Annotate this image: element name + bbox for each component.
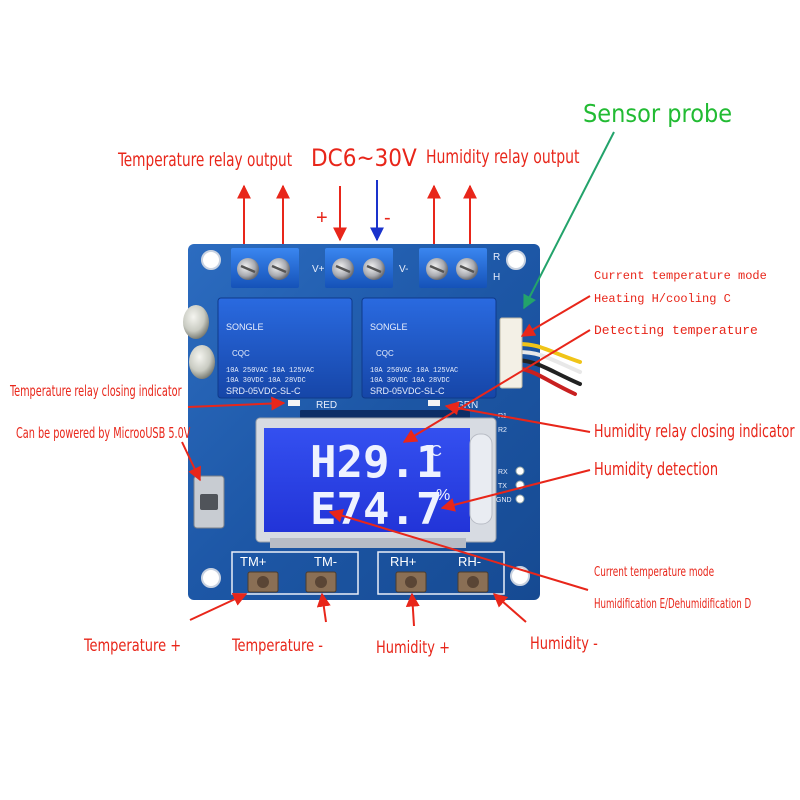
- relay-rating-line1: 10A 250VAC 10A 125VAC: [226, 367, 314, 375]
- current-temp-mode-label-2: Current temperature mode: [594, 565, 715, 580]
- lcd-pin-row: [300, 410, 470, 418]
- sensor-probe-label: Sensor probe: [583, 99, 733, 128]
- relay-icon: SONGLE CQC 10A 250VAC 10A 125VAC 10A 30V…: [217, 297, 353, 399]
- silk-grn: GRN: [456, 400, 478, 411]
- usb-power-label: Can be powered by MicrooUSB 5.0V: [16, 424, 191, 442]
- humidity-minus-label: Humidity -: [530, 634, 598, 654]
- relay-rating-line2: 10A 30VDC 10A 28VDC: [370, 377, 450, 385]
- humidity-relay-indicator-label: Humidity relay closing indicator: [594, 421, 795, 442]
- humidity-relay-output-label: Humidity relay output: [426, 146, 580, 168]
- relay-rating-line1: 10A 250VAC 10A 125VAC: [370, 367, 458, 375]
- detecting-temperature-label: Detecting temperature: [594, 323, 758, 338]
- temperature-plus-label: Temperature +: [84, 636, 182, 656]
- tactile-button-icon[interactable]: [457, 571, 489, 593]
- button-frames: [231, 551, 505, 595]
- lcd-unit2: %: [436, 487, 450, 504]
- temperature-relay-output-label: Temperature relay output: [118, 149, 293, 171]
- screw-terminal-icon: [231, 248, 299, 288]
- silk-v-minus: V-: [399, 264, 408, 275]
- capacitor-icon: [183, 305, 215, 379]
- sensor-connector: [499, 317, 523, 389]
- silk-r2: R2: [498, 427, 507, 434]
- humidity-plus-label: Humidity +: [376, 638, 450, 658]
- humidification-mode-label: Humidification E/Dehumidification D: [594, 597, 752, 612]
- tactile-button-icon[interactable]: [247, 571, 279, 593]
- humidity-detection-label: Humidity detection: [594, 459, 719, 480]
- lcd-display-icon: H29.1 °C E74.7 %: [255, 417, 497, 548]
- relay-rating-line2: 10A 30VDC 10A 28VDC: [226, 377, 306, 385]
- screw-terminal-icon: [325, 248, 393, 288]
- silk-rx: RX: [498, 469, 508, 476]
- arrow-icon: [181, 184, 591, 627]
- relay-model: SRD-05VDC-SL-C: [370, 386, 445, 396]
- arrow-icon: [523, 131, 615, 310]
- power-input-label: DC6~30V: [311, 144, 417, 172]
- lcd-line1: H29.1: [310, 437, 442, 488]
- temp-relay-indicator-label: Temperature relay closing indicator: [10, 382, 182, 400]
- micro-usb-icon: [193, 475, 225, 529]
- lcd-unit1: °C: [424, 443, 442, 460]
- mounting-holes: [201, 250, 530, 588]
- button-label-tm-plus: TM+: [240, 554, 266, 569]
- button-label-rh-plus: RH+: [390, 554, 416, 569]
- button-label-tm-minus: TM-: [314, 554, 337, 569]
- tactile-button-icon[interactable]: [395, 571, 427, 593]
- silk-tx: TX: [498, 483, 507, 490]
- power-plus-label: +: [316, 207, 328, 229]
- relay-brand: SONGLE: [226, 322, 264, 332]
- relay-model: SRD-05VDC-SL-C: [226, 386, 301, 396]
- current-temp-mode-label: Current temperature mode: [594, 269, 767, 283]
- heating-cooling-label: Heating H/cooling C: [594, 292, 731, 306]
- relay-icon: SONGLE CQC 10A 250VAC 10A 125VAC 10A 30V…: [361, 297, 497, 399]
- silk-red: RED: [316, 400, 337, 411]
- relay-brand: SONGLE: [370, 322, 408, 332]
- lcd-line2: E74.7: [310, 484, 442, 535]
- silk-r: R: [493, 252, 500, 263]
- relay-cert: CQC: [232, 349, 250, 358]
- header-pins: [515, 466, 525, 504]
- power-minus-label: -: [384, 207, 391, 229]
- silk-h: H: [493, 272, 500, 283]
- temperature-minus-label: Temperature -: [232, 636, 323, 656]
- indicator-leds: [288, 400, 440, 406]
- button-label-rh-minus: RH-: [458, 554, 481, 569]
- relay-cert: CQC: [376, 349, 394, 358]
- silk-v-plus: V+: [312, 264, 325, 275]
- silk-gnd: GND: [496, 497, 512, 504]
- tactile-button-icon[interactable]: [305, 571, 337, 593]
- screw-terminal-icon: [419, 248, 487, 288]
